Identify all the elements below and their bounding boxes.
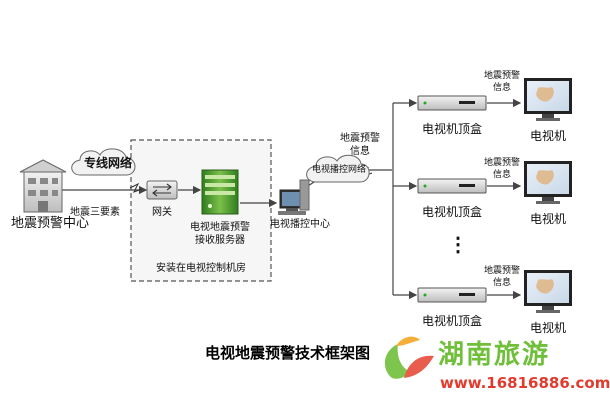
edge-label-warning-info-3: 地震预警信息 <box>483 266 520 288</box>
diagram-title: 电视地震预警技术框架图 <box>205 344 371 362</box>
node-label-broadcast: 电视播控中心 <box>270 219 330 230</box>
ellipsis-more-devices: ⋮ <box>448 232 468 256</box>
watermark-logo-icon <box>384 336 434 379</box>
node-label-tv-2: 电视机 <box>529 212 566 226</box>
node-label-stb-3: 电视机顶盒 <box>421 314 482 328</box>
node-label-center: 地震预警中心 <box>10 216 89 231</box>
computer-icon <box>278 179 310 215</box>
machine-room-caption: 安装在电视控制机房 <box>156 263 246 274</box>
edge-label-warning-info-2: 地震预警信息 <box>483 158 520 180</box>
node-label-gateway: 网关 <box>152 207 172 218</box>
machine-room-box <box>130 139 272 282</box>
node-label-stb-1: 电视机顶盒 <box>421 122 482 136</box>
television-icon <box>524 270 572 313</box>
server-icon <box>201 169 239 215</box>
edge-label-warning-info-1: 地震预警信息 <box>483 71 520 93</box>
cloud-tv-network <box>306 154 370 183</box>
set-top-box-icon <box>417 178 487 194</box>
set-top-box-icon <box>417 287 487 303</box>
edge-label-warning-info-main: 地震预警信息 <box>340 133 380 157</box>
edge-label-three-elements: 地震三要素 <box>70 207 120 218</box>
cloud-label-private-network: 专线网络 <box>84 156 133 170</box>
watermark-brand: 湖南旅游 <box>438 340 551 370</box>
set-top-box-icon <box>417 95 487 111</box>
cloud-private-network <box>71 148 136 176</box>
cloud-label-tv-network: 电视播控网络 <box>312 165 367 175</box>
television-icon <box>524 78 572 121</box>
gateway-icon <box>146 180 178 200</box>
watermark-url: www.16816886.com <box>440 374 610 392</box>
node-label-server: 电视地震预警接收服务器 <box>190 222 250 246</box>
television-icon <box>524 161 572 204</box>
node-label-tv-3: 电视机 <box>529 321 566 335</box>
node-label-tv-1: 电视机 <box>529 129 566 143</box>
node-label-stb-2: 电视机顶盒 <box>421 205 482 219</box>
building-icon <box>19 159 67 213</box>
lightning-icon <box>129 182 143 193</box>
